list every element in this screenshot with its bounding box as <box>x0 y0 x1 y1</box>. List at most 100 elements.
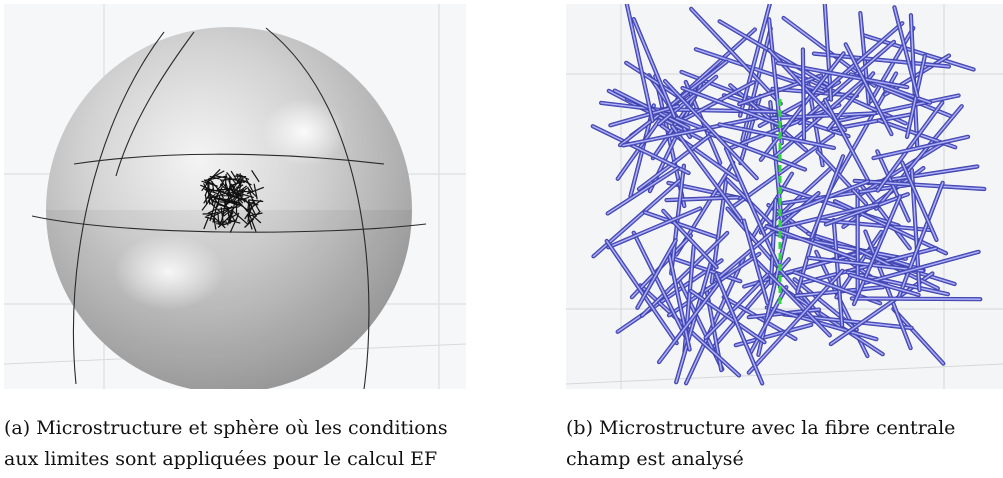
fiber <box>223 202 241 217</box>
fiber <box>229 214 240 233</box>
fiber <box>200 184 214 191</box>
fiber <box>653 73 687 209</box>
caption-a-line1: (a) Microstructure et sphère où les cond… <box>4 417 448 439</box>
fiber <box>212 191 231 198</box>
fiber <box>248 199 264 203</box>
fiber <box>624 4 655 123</box>
fiber <box>205 168 221 185</box>
fiber <box>244 218 255 228</box>
fiber <box>217 212 234 229</box>
fiber <box>823 192 910 227</box>
fiber <box>229 202 236 222</box>
fiber <box>245 177 254 192</box>
subfigure-a-image <box>4 4 466 389</box>
fiber <box>809 154 846 240</box>
caption-b: (b) Microstructure avec la fibre central… <box>566 413 1003 475</box>
fiber <box>896 180 945 300</box>
fiber <box>797 39 896 126</box>
fiber <box>764 305 879 342</box>
fiber <box>800 47 807 141</box>
fiber <box>233 175 247 178</box>
fiber <box>667 252 692 352</box>
fiber <box>590 124 691 176</box>
fiber <box>672 80 756 127</box>
fiber <box>224 173 227 187</box>
fiber <box>770 111 877 121</box>
fiber <box>219 183 230 193</box>
fiber <box>251 169 260 183</box>
fiber <box>892 5 920 99</box>
fiber <box>733 322 814 348</box>
fiber <box>806 255 925 273</box>
fiber <box>236 177 244 189</box>
fiber <box>220 207 224 224</box>
fiber <box>236 186 240 207</box>
fiber <box>843 42 894 137</box>
fiber <box>247 186 256 206</box>
fiber <box>209 193 214 207</box>
fiber <box>204 170 225 182</box>
fiber <box>605 165 680 216</box>
fiber <box>825 21 905 91</box>
fiber <box>831 112 915 132</box>
fiber <box>775 60 910 90</box>
fiber <box>666 251 762 318</box>
fiber <box>900 160 939 242</box>
fiber <box>209 175 220 180</box>
fiber <box>606 206 703 250</box>
fiber <box>738 4 772 118</box>
fiber <box>871 134 971 161</box>
fiber <box>238 203 255 216</box>
fiber <box>211 214 226 229</box>
fiber <box>214 197 232 204</box>
fiber <box>204 188 220 195</box>
fiber <box>725 102 842 152</box>
caption-a-line2: aux limites sont appliquées pour le calc… <box>4 448 438 470</box>
fiber <box>689 6 783 106</box>
fiber <box>223 205 233 214</box>
fiber <box>615 258 724 334</box>
fiber <box>875 100 945 193</box>
fiber <box>621 115 760 148</box>
fiber <box>847 272 921 297</box>
fiber <box>862 249 981 286</box>
fiber <box>221 199 227 220</box>
fiber <box>608 103 680 128</box>
fiber <box>835 93 961 124</box>
fiber <box>201 180 218 187</box>
fiber <box>219 175 228 187</box>
fiber <box>642 210 718 239</box>
fiber <box>768 197 778 285</box>
fiber <box>656 74 719 127</box>
fiber <box>210 207 231 219</box>
fiber-cluster <box>200 168 265 233</box>
fiber <box>207 189 225 192</box>
fiber <box>235 185 248 195</box>
fiber <box>714 271 765 386</box>
fiber <box>232 210 249 225</box>
fiber <box>636 133 713 192</box>
fiber <box>703 272 770 340</box>
fiber <box>204 185 210 197</box>
sphere-edges <box>31 27 427 389</box>
fiber <box>858 181 912 251</box>
fiber <box>746 268 845 375</box>
fiber <box>815 149 869 206</box>
fiber <box>863 229 913 351</box>
fiber <box>635 238 678 310</box>
fiber <box>212 205 218 223</box>
fiber <box>670 124 743 221</box>
fiber <box>203 216 210 230</box>
fiber <box>215 182 225 192</box>
fiber <box>233 191 245 199</box>
fiber <box>749 253 832 338</box>
fiber <box>875 149 911 223</box>
caption-b-line1: (b) Microstructure avec la fibre central… <box>566 417 956 439</box>
fiber <box>232 184 246 203</box>
fiber <box>852 178 987 192</box>
fiber <box>631 230 687 338</box>
fiber <box>201 195 214 211</box>
fiber <box>230 180 247 186</box>
fiber <box>680 85 783 128</box>
caption-b-line2: champ est analysé <box>566 448 744 470</box>
